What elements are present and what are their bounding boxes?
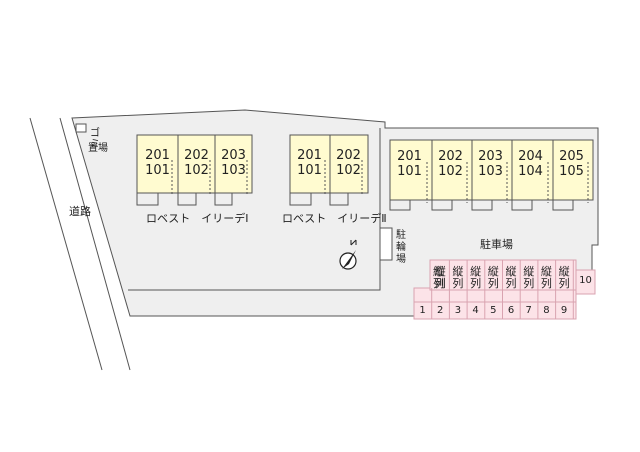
parking-space-text: 列	[452, 277, 464, 290]
building-1-name: ロベスト イリーデⅠ	[146, 212, 249, 225]
building-1	[136, 134, 253, 206]
parking-space-text: 縦	[523, 265, 535, 278]
parking-lot	[413, 259, 596, 320]
parking-space-number: 6	[507, 305, 515, 316]
parking-space-text: 列	[558, 277, 570, 290]
parking-space-number: 10	[579, 275, 592, 286]
parking-space-number: 4	[472, 305, 479, 316]
parking-space-label: 縦列	[432, 266, 445, 290]
north-arrow-icon	[339, 239, 357, 270]
garbage-area	[75, 123, 87, 133]
parking-space-text: 縦	[487, 265, 499, 278]
parking-space-number: 5	[490, 305, 497, 316]
bicycle-parking-label: 駐 輪 場	[396, 230, 408, 266]
building-2	[289, 134, 369, 206]
garbage-label-char: ミ	[90, 139, 100, 150]
parking-space-text: 列	[470, 277, 482, 290]
parking-space-label: 縦列	[522, 266, 535, 290]
road-edge-left	[29, 117, 103, 371]
parking-space-label: 縦列	[469, 266, 482, 290]
parking-space-text: 縦	[505, 265, 517, 278]
garbage-label-char: 置	[88, 143, 98, 154]
parking-space-number: 3	[454, 305, 462, 316]
garbage-area-label: ゴミ	[90, 128, 102, 150]
building-2-name: ロベスト イリーデⅡ	[282, 212, 387, 225]
parking-space-number: 9	[560, 305, 568, 316]
parking-space-text: 列	[434, 277, 446, 290]
parking-space-text: 縦	[470, 265, 482, 278]
road-edge-right	[59, 117, 131, 371]
bicycle-label-char: 駐	[396, 230, 406, 241]
parking-space-label: 縦列	[434, 266, 447, 290]
parking-space-number: 2	[437, 305, 444, 316]
garbage-label-char: 場	[98, 143, 108, 154]
garbage-label-char: ゴ	[90, 128, 100, 139]
bicycle-label-char: 輪	[396, 242, 406, 253]
road-label: 道路	[69, 205, 91, 218]
parking-space-label: 縦列	[487, 266, 500, 290]
parking-space-text: 縦	[558, 265, 570, 278]
parking-space-text: 縦	[434, 265, 446, 278]
parking-space-text: 縦	[452, 265, 464, 278]
parking-space-number: 7	[525, 305, 532, 316]
parking-space-text: 縦	[540, 265, 552, 278]
parking-space-label: 縦列	[451, 266, 464, 290]
building-3	[389, 139, 594, 211]
parking-space-number: 8	[543, 305, 550, 316]
parking-space-text: 列	[505, 277, 517, 290]
parking-space-text: 列	[433, 277, 444, 290]
parking-space-number: 1	[419, 305, 426, 316]
parking-space-text: 縦	[433, 265, 444, 278]
parking-space-label: 縦列	[558, 266, 571, 290]
inner-boundary	[128, 128, 381, 291]
bicycle-parking-area	[379, 227, 393, 261]
parking-space-label: 縦列	[505, 266, 518, 290]
parking-space-label: 縦列	[540, 266, 553, 290]
parking-space-text: 列	[540, 277, 552, 290]
parking-space-text: 列	[523, 277, 535, 290]
parking-space-text: 列	[487, 277, 499, 290]
garbage-area-label-2: 置場	[88, 144, 108, 154]
bicycle-label-char: 場	[396, 254, 406, 265]
parking-label: 駐車場	[480, 238, 513, 251]
